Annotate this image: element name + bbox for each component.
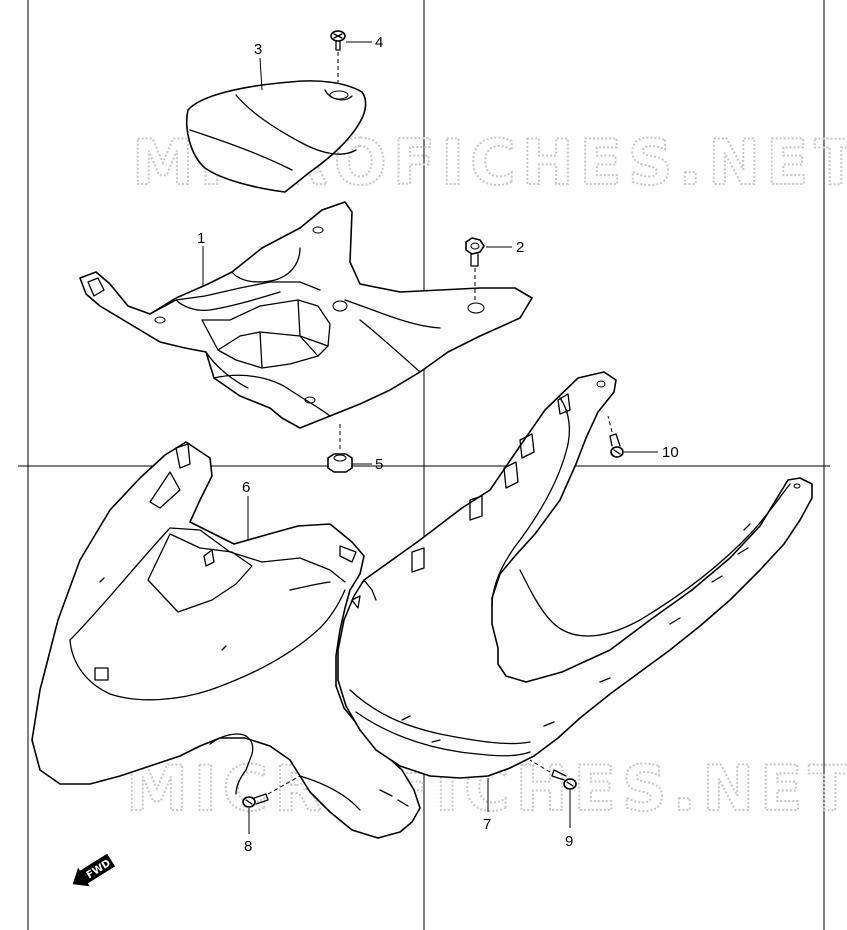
part-4-screw xyxy=(330,30,346,86)
callout-8: 8 xyxy=(244,838,252,855)
callouts: 3 4 1 2 5 6 10 7 9 8 xyxy=(197,34,679,855)
part-2-bolt xyxy=(465,237,485,302)
part-5-nut xyxy=(327,424,353,473)
callout-6: 6 xyxy=(242,479,250,496)
callout-4: 4 xyxy=(375,34,383,51)
part-10-screw xyxy=(607,415,624,458)
callout-5: 5 xyxy=(375,456,383,473)
callout-2: 2 xyxy=(516,239,524,256)
callout-10: 10 xyxy=(662,444,679,461)
part-7-floor-side-cover xyxy=(337,371,813,779)
part-9-screw xyxy=(529,759,577,790)
callout-3: 3 xyxy=(254,41,262,58)
callout-1: 1 xyxy=(197,230,205,247)
leader-lines xyxy=(202,41,658,834)
part-8-screw xyxy=(242,775,301,808)
forward-arrow-icon: FWD xyxy=(72,853,116,887)
callout-7: 7 xyxy=(483,816,491,833)
part-1-inner-cover xyxy=(79,201,533,429)
callout-9: 9 xyxy=(565,833,573,850)
part-3-top-cover xyxy=(186,80,367,193)
part-6-leg-shield xyxy=(31,441,421,839)
